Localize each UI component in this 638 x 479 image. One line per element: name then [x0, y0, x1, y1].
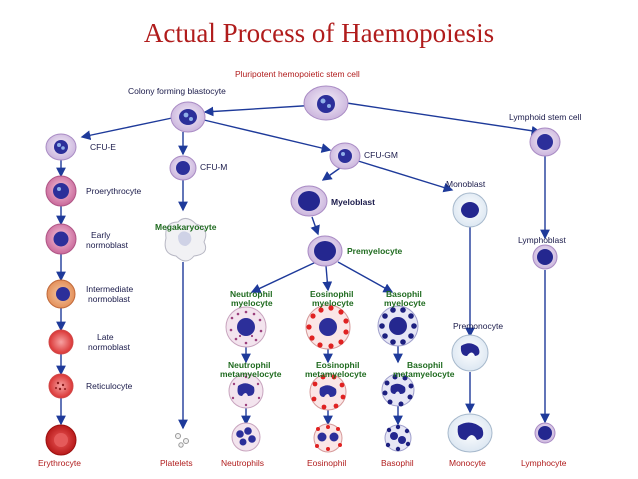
megakaryocyte-cell	[164, 218, 207, 262]
eosinophil-myelocyte-cell	[305, 304, 351, 350]
page-title: Actual Process of Haemopoiesis	[143, 18, 495, 48]
myeloblast-cell	[290, 185, 328, 217]
label-neutrophil-myelocyte-2: myelocyte	[231, 298, 273, 308]
arrow-cfugm-to-monoblast	[354, 159, 454, 193]
label-cfue: CFU-E	[90, 142, 116, 152]
arrow-premyelo-to-eos	[322, 265, 333, 292]
basophil-metamyelocyte-cell	[381, 373, 415, 407]
monoblast-cell	[452, 192, 488, 228]
labels: Pluripotent hemopoietic stem cell Colony…	[38, 69, 582, 468]
label-cfum: CFU-M	[200, 162, 227, 172]
basophil-cell	[384, 424, 412, 452]
label-erythrocyte: Erythrocyte	[38, 458, 81, 468]
label-stem: Pluripotent hemopoietic stem cell	[235, 69, 360, 79]
cfue-cell	[45, 133, 77, 161]
label-eosinophil-meta-2: metamyelocyte	[305, 369, 367, 379]
neutrophils-cell	[231, 422, 261, 452]
arrow-myeloblast-down	[310, 216, 320, 236]
arrow-blastocyte-to-cfugm	[203, 119, 332, 153]
label-neutrophils: Neutrophils	[221, 458, 264, 468]
label-neutrophil-meta-2: metamyelocyte	[220, 369, 282, 379]
eosinophil-cell	[313, 423, 343, 453]
intermediate-normoblast-cell	[46, 279, 76, 309]
lymphoid-stem-cell	[529, 127, 561, 157]
lymphoblast-cell	[532, 244, 558, 270]
arrows	[56, 101, 550, 430]
label-premyelocyte: Premyelocyte	[347, 246, 403, 256]
late-normoblast-cell	[48, 329, 74, 355]
stem-cell	[303, 85, 349, 121]
label-lymphoid: Lymphoid stem cell	[509, 112, 582, 122]
label-blastocyte: Colony forming blastocyte	[128, 86, 226, 96]
label-eosinophil-myelocyte-1: Eosinophil	[310, 289, 353, 299]
early-normoblast-cell	[45, 223, 77, 255]
label-intermediate-1: Intermediate	[86, 284, 134, 294]
label-early-1: Early	[91, 230, 111, 240]
label-reticulocyte: Reticulocyte	[86, 381, 133, 391]
cfum-cell	[169, 155, 197, 181]
label-neutrophil-myelocyte-1: Neutrophil	[230, 289, 273, 299]
proerythrocyte-cell	[45, 175, 77, 207]
label-myeloblast: Myeloblast	[331, 197, 375, 207]
label-eosinophil-meta-1: Eosinophil	[316, 360, 359, 370]
label-eosinophil-myelocyte-2: myelocyte	[312, 298, 354, 308]
label-neutrophil-meta-1: Neutrophil	[228, 360, 271, 370]
platelets-cells	[175, 433, 189, 448]
lymphocyte-cell	[534, 422, 556, 444]
label-lymphoblast: Lymphoblast	[518, 235, 567, 245]
label-proerythrocyte: Proerythrocyte	[86, 186, 142, 196]
label-basophil: Basophil	[381, 458, 414, 468]
label-early-2: normoblast	[86, 240, 129, 250]
premyelocyte-cell	[307, 235, 343, 267]
label-premonocyte: Premonocyte	[453, 321, 503, 331]
label-late-2: normoblast	[88, 342, 131, 352]
arrow-premyelo-to-neu	[250, 261, 317, 293]
arrow-cfugm-to-myeloblast	[321, 167, 341, 181]
label-late-1: Late	[97, 332, 114, 342]
label-basophil-myelocyte-1: Basophil	[386, 289, 422, 299]
reticulocyte-cell	[48, 373, 74, 399]
label-intermediate-2: normoblast	[88, 294, 131, 304]
label-monoblast: Monoblast	[446, 179, 486, 189]
basophil-myelocyte-cell	[377, 305, 419, 347]
arrow-stem-to-blastocyte	[203, 104, 319, 117]
label-monocyte: Monocyte	[449, 458, 486, 468]
arrow-blastocyte-to-cfue	[80, 117, 173, 141]
premonocyte-cell	[451, 334, 489, 372]
erythrocyte-cell	[45, 424, 77, 456]
neutrophil-myelocyte-cell	[225, 306, 267, 348]
cfugm-cell	[329, 142, 361, 170]
monocyte-cell	[447, 413, 493, 453]
arrow-premyelo-to-bas	[337, 261, 394, 293]
blastocyte-cell	[170, 101, 206, 133]
label-cfugm: CFU-GM	[364, 150, 398, 160]
label-lymphocyte: Lymphocyte	[521, 458, 567, 468]
eosinophil-metamyelocyte-cell	[309, 373, 347, 411]
label-basophil-meta-1: Basophil	[407, 360, 443, 370]
label-megakaryocyte: Megakaryocyte	[155, 222, 217, 232]
cells	[45, 85, 561, 456]
label-basophil-meta-2: metamyelocyte	[393, 369, 455, 379]
neutrophil-metamyelocyte-cell	[228, 373, 264, 409]
label-basophil-myelocyte-2: myelocyte	[384, 298, 426, 308]
label-eosinophil: Eosinophil	[307, 458, 346, 468]
label-platelets: Platelets	[160, 458, 193, 468]
arrow-stem-to-lymphoid	[339, 101, 542, 136]
